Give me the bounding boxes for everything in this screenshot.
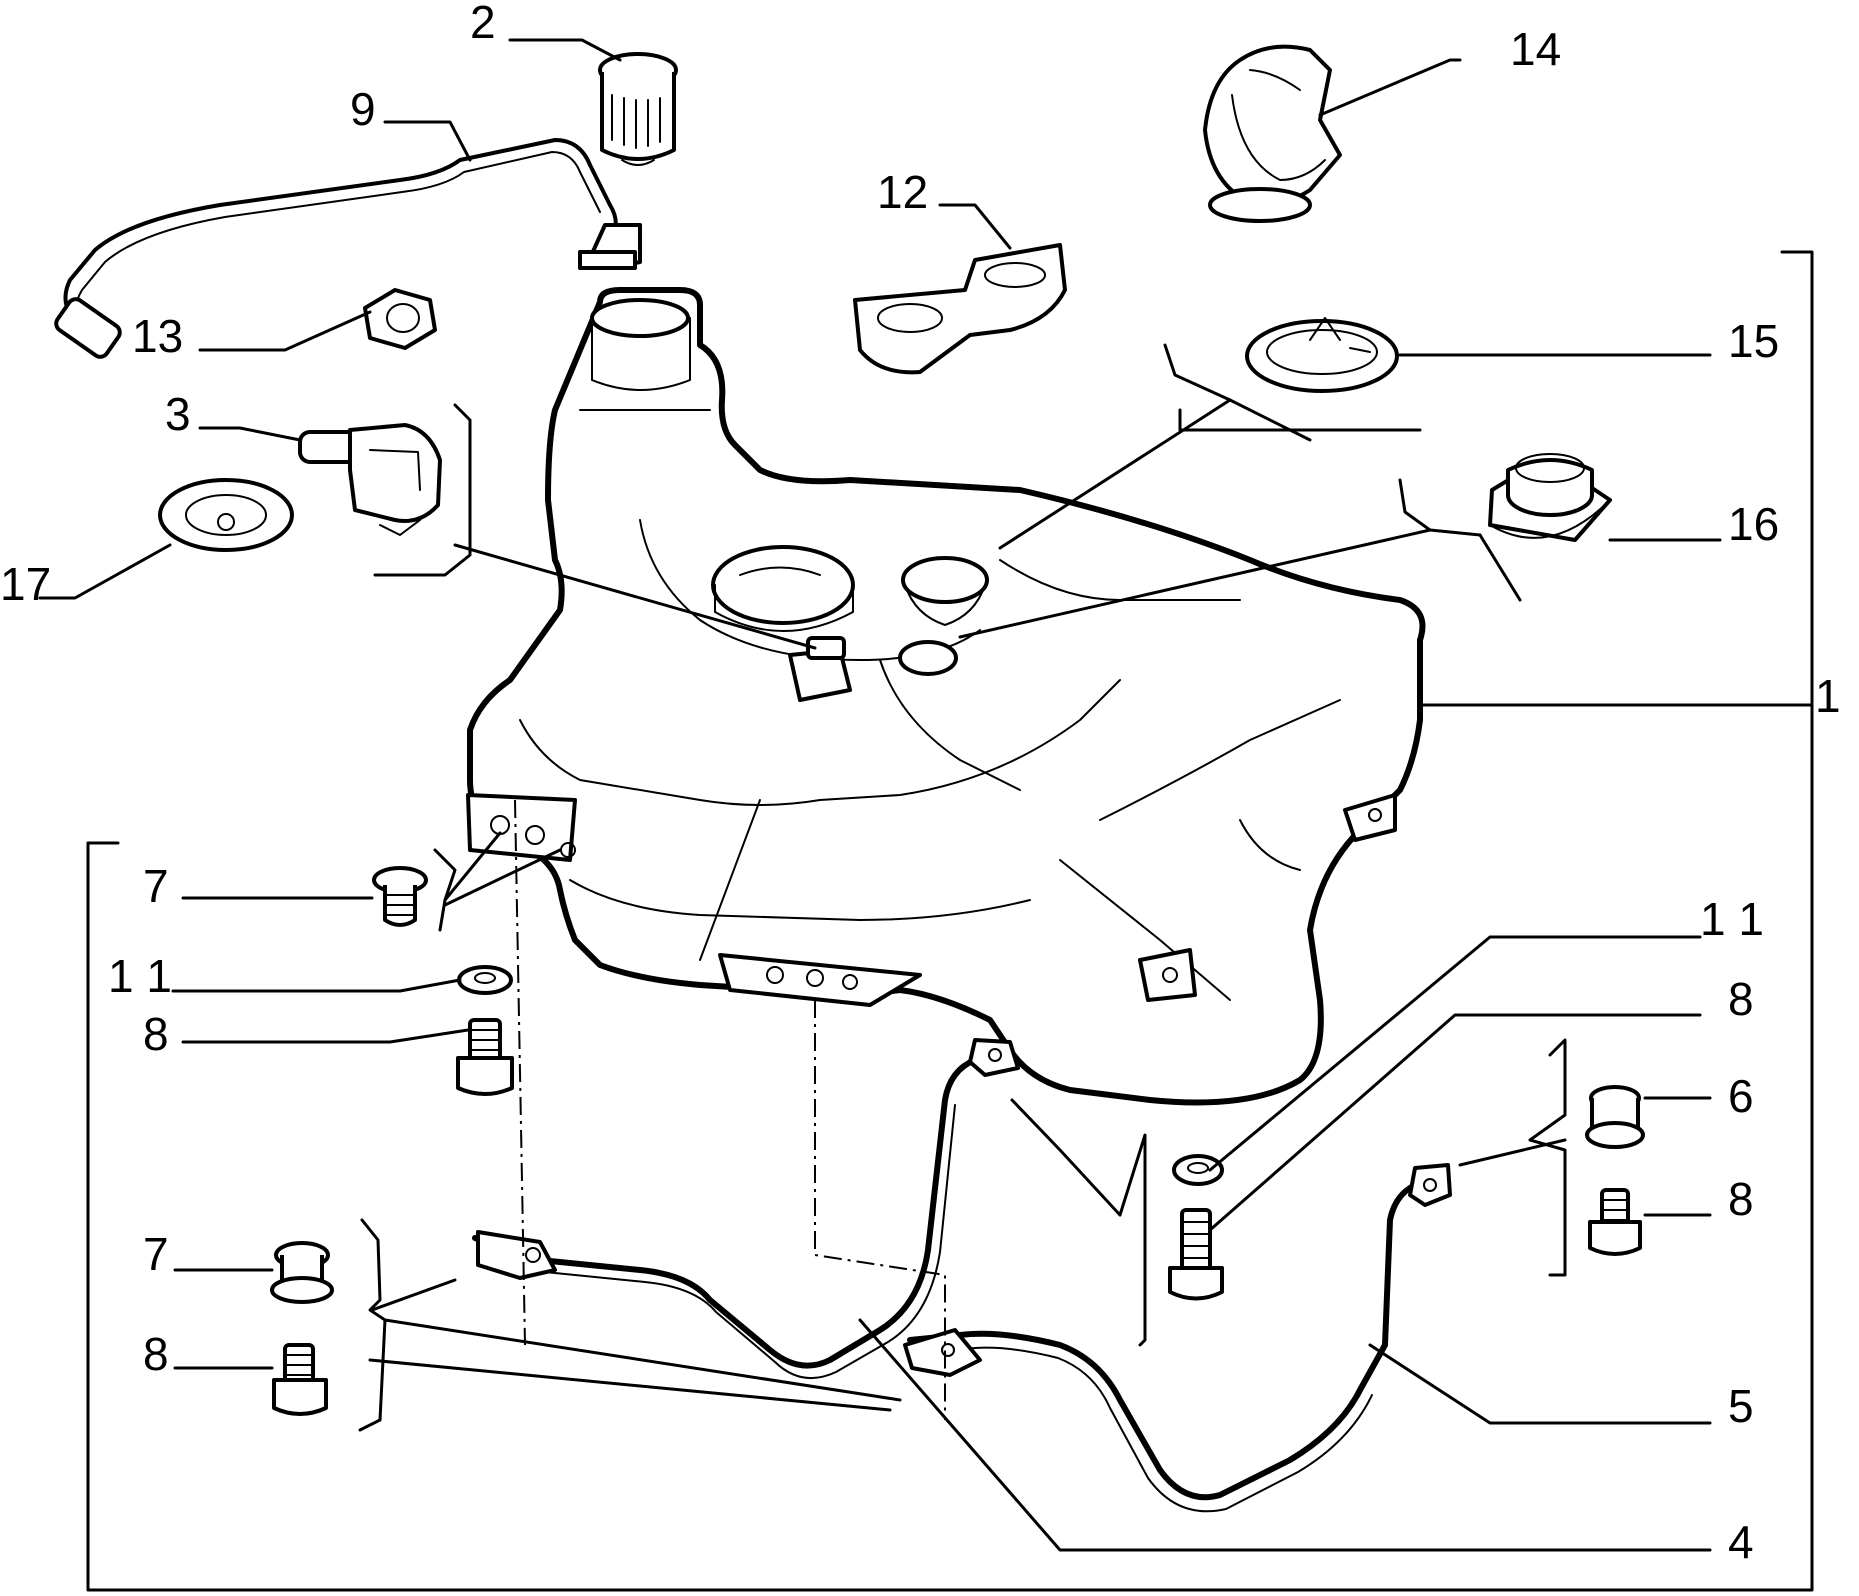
part-15-seal-ring [1245, 317, 1399, 393]
part-16-cap [1488, 453, 1612, 542]
callout-labels: 1 2 3 4 5 6 7 7 8 8 8 8 9 1 1 1 1 12 13 … [0, 0, 1841, 1568]
label-4: 4 [1728, 1516, 1754, 1568]
label-5: 5 [1728, 1380, 1754, 1432]
label-8a: 8 [143, 1008, 169, 1060]
assembly-bracket-1 [86, 250, 1814, 1592]
label-8b: 8 [143, 1328, 169, 1380]
label-2: 2 [470, 0, 496, 48]
part-13-nut [363, 288, 437, 350]
part-7-bolt-upper [372, 866, 428, 927]
part-5-strap [903, 1163, 1452, 1513]
label-15: 15 [1728, 315, 1779, 367]
part-8-bolt-right-middle [1168, 1208, 1224, 1301]
label-13: 13 [132, 310, 183, 362]
part-6-nut [1585, 1085, 1645, 1149]
label-14: 14 [1510, 23, 1561, 75]
label-8c: 8 [1728, 973, 1754, 1025]
part-8-bolt-left-lower [272, 1343, 328, 1416]
label-16: 16 [1728, 498, 1779, 550]
part-9-pipe [54, 138, 642, 359]
part-4-strap [472, 1038, 1020, 1379]
part-17-grommet [158, 478, 294, 552]
fuel-tank [466, 287, 1426, 1106]
label-11b: 1 1 [1700, 893, 1764, 945]
label-3: 3 [165, 388, 191, 440]
part-2-plug [598, 52, 678, 166]
label-8d: 8 [1728, 1173, 1754, 1225]
label-6: 6 [1728, 1070, 1754, 1122]
label-7a: 7 [143, 860, 169, 912]
group-brackets [358, 343, 1567, 1432]
part-8-bolt-right-lower [1588, 1188, 1642, 1256]
part-11-washer-right [1172, 1154, 1224, 1186]
label-17: 17 [0, 558, 51, 610]
part-12-clip [853, 243, 1067, 375]
part-11-washer-left [457, 965, 513, 995]
label-1: 1 [1815, 670, 1841, 722]
label-12: 12 [877, 166, 928, 218]
leader-lines [38, 38, 1812, 1552]
part-7-bolt-lower [270, 1241, 334, 1304]
part-14-clamp [1203, 44, 1342, 223]
label-9: 9 [350, 83, 376, 135]
label-11a: 1 1 [108, 950, 172, 1002]
label-7b: 7 [143, 1228, 169, 1280]
part-8-bolt-left-upper [456, 1018, 514, 1096]
alignment-line-left [514, 799, 526, 1346]
part-3-elbow-connector [298, 423, 442, 536]
